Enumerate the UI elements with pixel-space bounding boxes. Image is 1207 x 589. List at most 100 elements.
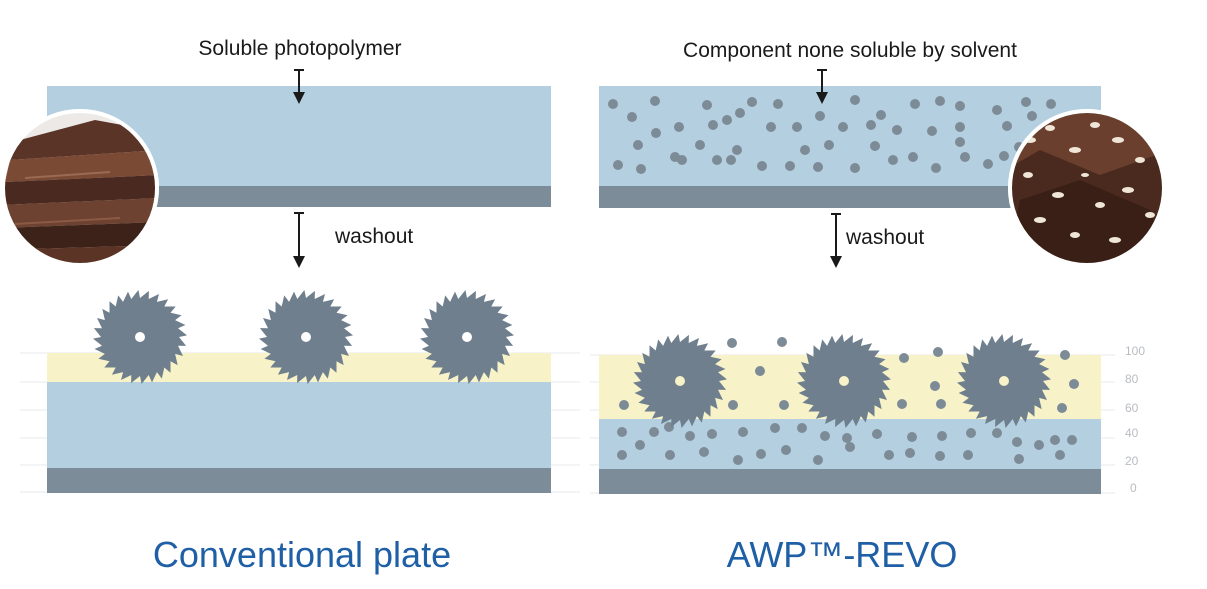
awp-revo-panel: Component none soluble by solvent washou… (590, 39, 1166, 575)
particle-dot (999, 151, 1009, 161)
particle-dot (707, 429, 717, 439)
scale-tick-label: 0 (1130, 481, 1137, 495)
particle-dot (955, 122, 965, 132)
particle-dot (960, 152, 970, 162)
particle-dot (910, 99, 920, 109)
nut-chocolate-photo (1008, 109, 1166, 267)
particle-dot (785, 161, 795, 171)
particle-dot (755, 366, 765, 376)
particle-dot (651, 128, 661, 138)
scale-tick-label: 40 (1125, 426, 1139, 440)
particle-dot (757, 161, 767, 171)
particle-dot (931, 163, 941, 173)
saw-blade-icon (633, 334, 727, 428)
particle-dot (966, 428, 976, 438)
particle-dot (876, 110, 886, 120)
particle-dot (872, 429, 882, 439)
particle-dot (1067, 435, 1077, 445)
particle-dot (770, 423, 780, 433)
particle-dot (633, 140, 643, 150)
particle-dot (1034, 440, 1044, 450)
particle-dot (845, 442, 855, 452)
particle-dot (1057, 403, 1067, 413)
saw-blades-left (93, 290, 514, 384)
scale-tick-label: 60 (1125, 401, 1139, 415)
particle-dot (815, 111, 825, 121)
plate-base-layer (599, 469, 1101, 494)
insoluble-particles-top (608, 95, 1056, 174)
particle-dot (712, 155, 722, 165)
particle-dot (937, 431, 947, 441)
particle-dot (702, 100, 712, 110)
particle-dot (936, 399, 946, 409)
particle-dot (779, 400, 789, 410)
plate-base-layer (47, 468, 551, 493)
conventional-plate-title: Conventional plate (153, 534, 451, 575)
particle-dot (850, 163, 860, 173)
depth-scale: 100 80 60 40 20 0 (1125, 344, 1145, 495)
down-arrow-icon (830, 213, 842, 268)
particle-dot (983, 159, 993, 169)
particle-dot (1069, 379, 1079, 389)
particle-dot (728, 400, 738, 410)
saw-blade-icon (957, 334, 1051, 428)
soluble-photopolymer-label: Soluble photopolymer (198, 37, 401, 60)
particle-dot (963, 450, 973, 460)
particle-dot (935, 96, 945, 106)
particle-dot (905, 448, 915, 458)
particle-dot (635, 440, 645, 450)
particle-dot (888, 155, 898, 165)
particle-dot (735, 108, 745, 118)
down-arrow-icon (293, 212, 305, 268)
particle-dot (1021, 97, 1031, 107)
particle-dot (813, 455, 823, 465)
particle-dot (992, 428, 1002, 438)
particle-dot (935, 451, 945, 461)
particle-dot (722, 115, 732, 125)
saw-blade-icon (93, 290, 187, 384)
insoluble-particles-bottom (617, 337, 1079, 465)
particle-dot (732, 145, 742, 155)
particle-dot (908, 152, 918, 162)
saw-blade-icon (797, 334, 891, 428)
plate-base-layer (599, 186, 1101, 208)
conventional-plate-panel: Soluble photopolymer washout (1, 37, 580, 575)
particle-dot (842, 433, 852, 443)
chocolate-photo (1, 109, 159, 267)
particle-dot (1055, 450, 1065, 460)
particle-dot (627, 112, 637, 122)
particle-dot (649, 427, 659, 437)
down-arrow-icon (293, 69, 305, 104)
particle-dot (747, 97, 757, 107)
particle-dot (777, 337, 787, 347)
plate-base-layer (47, 186, 551, 207)
particle-dot (797, 423, 807, 433)
particle-dot (820, 431, 830, 441)
particle-dot (619, 400, 629, 410)
particle-dot (665, 450, 675, 460)
washout-label: washout (334, 225, 413, 248)
particle-dot (1014, 454, 1024, 464)
particle-dot (1027, 111, 1037, 121)
scale-tick-label: 80 (1125, 372, 1139, 386)
particle-dot (695, 140, 705, 150)
particle-dot (1060, 350, 1070, 360)
particle-dot (781, 445, 791, 455)
particle-dot (870, 141, 880, 151)
washout-label: washout (845, 226, 924, 249)
particle-dot (636, 164, 646, 174)
particle-dot (1012, 437, 1022, 447)
particle-dot (927, 126, 937, 136)
saw-blade-icon (259, 290, 353, 384)
awp-revo-title: AWP™-REVO (727, 534, 958, 575)
particle-dot (813, 162, 823, 172)
particle-dot (899, 353, 909, 363)
particle-dot (850, 95, 860, 105)
insoluble-component-label: Component none soluble by solvent (683, 39, 1017, 62)
particle-dot (677, 155, 687, 165)
particle-dot (800, 145, 810, 155)
particle-dot (992, 105, 1002, 115)
particle-dot (756, 449, 766, 459)
particle-dot (733, 455, 743, 465)
